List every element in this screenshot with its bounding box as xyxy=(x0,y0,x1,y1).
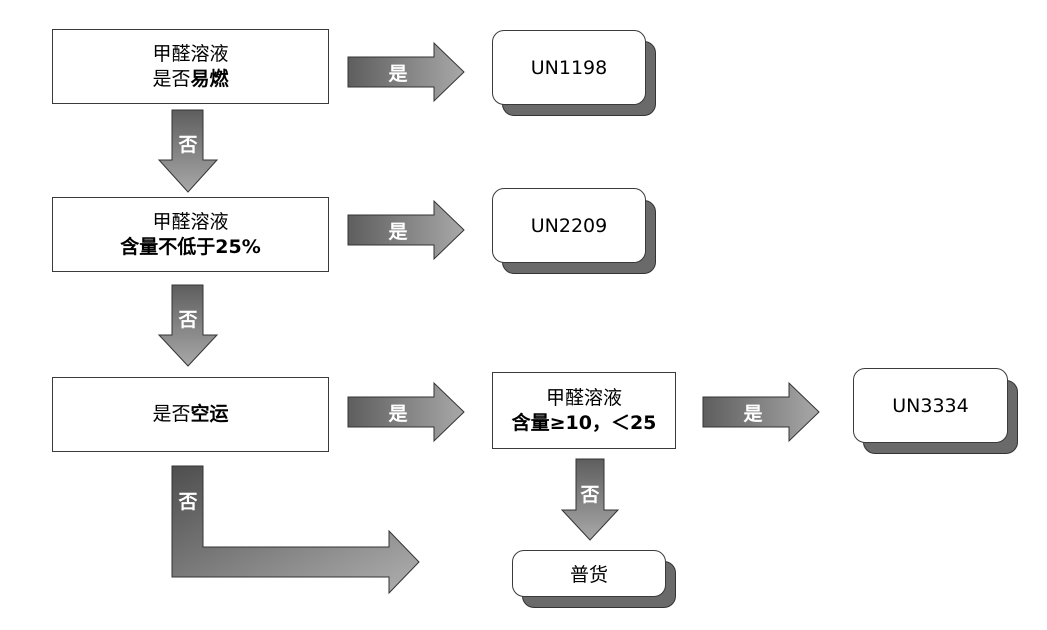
decision-box-content-10-25: 甲醛溶液 含量≥10，＜25 xyxy=(492,372,676,449)
box-text: 是否 xyxy=(152,67,191,90)
arrow-yes-1 xyxy=(347,41,465,103)
result-un2209: UN2209 xyxy=(492,188,646,263)
arrow-label-no: 否 xyxy=(580,483,600,506)
result-un3334: UN3334 xyxy=(853,368,1008,443)
decision-box-content-25: 甲醛溶液 含量不低于25% xyxy=(52,197,329,272)
box-text-bold: 易燃 xyxy=(190,67,229,90)
box-text: 是否 xyxy=(152,403,191,425)
arrow-yes-4 xyxy=(702,381,820,443)
arrow-no-3 xyxy=(171,465,420,595)
decision-box-air: 是否空运 xyxy=(52,377,329,452)
box-line: 甲醛溶液 xyxy=(545,386,622,409)
arrow-label-yes: 是 xyxy=(743,402,763,425)
box-line: 甲醛溶液 xyxy=(152,42,229,65)
arrow-yes-3 xyxy=(347,381,465,443)
arrow-yes-2 xyxy=(347,199,465,261)
box-line-bold: 含量≥10，＜25 xyxy=(511,411,657,434)
box-line: 是否空运 xyxy=(152,402,228,427)
result-un1198: UN1198 xyxy=(492,30,646,105)
box-line-bold: 含量不低于25% xyxy=(120,235,261,258)
arrow-no-1 xyxy=(157,109,219,193)
arrow-label-yes: 是 xyxy=(388,220,408,243)
box-text-bold: 空运 xyxy=(190,403,229,425)
decision-box-flammable: 甲醛溶液 是否易燃 xyxy=(52,29,329,104)
box-line: 是否易燃 xyxy=(152,67,228,92)
arrow-label-yes: 是 xyxy=(388,62,408,85)
arrow-no-2 xyxy=(157,284,219,367)
arrow-label-no: 否 xyxy=(178,308,198,331)
result-general-cargo: 普货 xyxy=(512,550,666,597)
arrow-label-no: 否 xyxy=(178,133,198,156)
arrow-label-yes: 是 xyxy=(388,402,408,425)
box-line: 甲醛溶液 xyxy=(152,210,229,233)
arrow-label-no: 否 xyxy=(178,490,198,513)
arrow-no-4 xyxy=(560,458,620,541)
